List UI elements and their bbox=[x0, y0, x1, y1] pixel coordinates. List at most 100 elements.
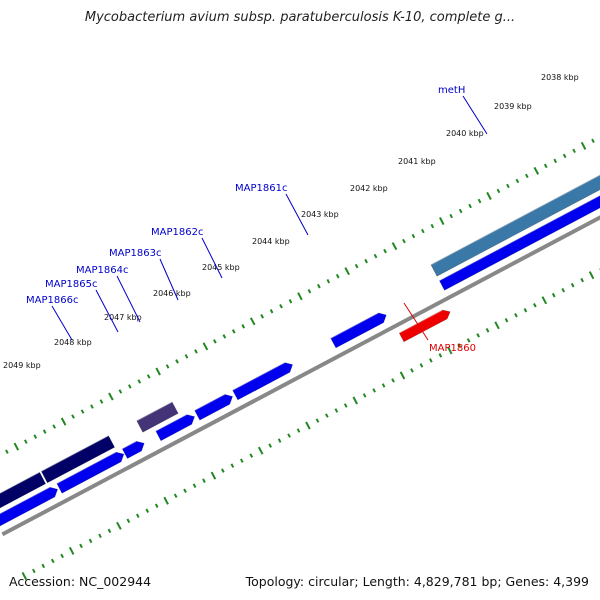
ruler-tick-inner bbox=[391, 378, 395, 383]
ruler-tick-inner bbox=[305, 421, 311, 430]
ruler-tick-inner bbox=[570, 282, 575, 288]
ruler-tick-inner bbox=[145, 508, 150, 513]
ruler-tick bbox=[326, 278, 331, 284]
ruler-tick bbox=[383, 248, 387, 254]
ruler-tick-inner bbox=[588, 271, 595, 280]
ruler-tick bbox=[231, 329, 236, 334]
gene-label-map1860: MAP1860 bbox=[429, 343, 476, 354]
gene-label-map1866c: MAP1866c bbox=[26, 295, 78, 306]
gene-label-map1865c: MAP1865c bbox=[45, 279, 97, 290]
ruler-label-2042-kbp: 2042 kbp bbox=[350, 184, 388, 193]
ruler-label-2045-kbp: 2045 kbp bbox=[202, 263, 240, 272]
leader-map1862c bbox=[201, 237, 223, 279]
ruler-tick-inner bbox=[21, 571, 28, 580]
ruler-tick-inner bbox=[268, 443, 272, 448]
ruler-tick bbox=[439, 217, 445, 226]
gene-map1863c bbox=[155, 414, 195, 442]
ruler-tick-inner bbox=[32, 568, 36, 574]
ruler-tick bbox=[449, 213, 453, 219]
gene-map1865c-highlight bbox=[56, 451, 117, 484]
gene-map1866c-highlight bbox=[0, 486, 51, 515]
gene-map1865c bbox=[56, 451, 125, 494]
gene-label-map1863c: MAP1863c bbox=[109, 248, 161, 259]
ruler-tick-inner bbox=[485, 328, 490, 333]
gene-meth bbox=[438, 195, 600, 291]
ruler-tick bbox=[515, 178, 520, 184]
ruler-tick-inner bbox=[551, 292, 556, 298]
ruler-tick-inner bbox=[399, 371, 406, 380]
ruler-tick-inner bbox=[202, 478, 206, 483]
gene-map1863c-highlight bbox=[155, 414, 187, 432]
ruler-tick-inner bbox=[107, 528, 112, 534]
ruler-tick bbox=[118, 389, 123, 394]
ruler-tick-inner bbox=[88, 538, 93, 544]
gene-map1862c-highlight bbox=[232, 362, 286, 391]
gene-outer-1 bbox=[0, 471, 47, 509]
ruler-tick bbox=[24, 439, 28, 444]
ruler-label-2038-kbp: 2038 kbp bbox=[541, 73, 579, 82]
ruler-tick-inner bbox=[240, 458, 244, 463]
ruler-label-2049-kbp: 2049 kbp bbox=[3, 361, 41, 370]
ruler-tick-inner bbox=[126, 518, 131, 524]
ruler-tick-inner bbox=[362, 393, 367, 398]
ruler-tick-inner bbox=[438, 353, 443, 358]
ruler-tick-inner bbox=[163, 496, 169, 505]
gene-meth-outer-highlight bbox=[430, 174, 600, 266]
ruler-tick bbox=[260, 314, 264, 319]
ruler-tick bbox=[71, 414, 75, 419]
ruler-tick bbox=[477, 198, 482, 204]
ruler-tick bbox=[411, 233, 416, 239]
ruler-tick-inner bbox=[221, 468, 225, 473]
ruler-tick-inner bbox=[230, 463, 235, 468]
ruler-tick bbox=[553, 158, 557, 164]
ruler-tick bbox=[335, 273, 340, 279]
gene-label-map1862c: MAP1862c bbox=[151, 227, 203, 238]
gene-map1862c-b bbox=[194, 394, 233, 421]
ruler-tick-inner bbox=[561, 287, 565, 293]
ruler-tick bbox=[194, 349, 198, 354]
leader-map1861c bbox=[285, 193, 309, 236]
ruler-tick-inner bbox=[98, 533, 102, 539]
ruler-tick bbox=[108, 392, 114, 401]
ruler-label-2040-kbp: 2040 kbp bbox=[446, 129, 484, 138]
backbone-line bbox=[1, 215, 600, 537]
genome-stats-text: Topology: circular; Length: 4,829,781 bp… bbox=[245, 574, 589, 589]
ruler-tick-inner bbox=[504, 318, 509, 323]
ruler-tick bbox=[60, 417, 67, 426]
ruler-tick bbox=[572, 148, 576, 154]
ruler-tick-inner bbox=[334, 408, 339, 413]
ruler-tick-inner bbox=[257, 446, 264, 455]
leader-map1860 bbox=[403, 302, 429, 341]
gene-map1864c-highlight bbox=[121, 440, 137, 450]
ruler-tick-inner bbox=[494, 321, 500, 330]
ruler-tick-inner bbox=[523, 308, 528, 313]
gene-map1861c bbox=[330, 312, 387, 349]
ruler-tick-inner bbox=[154, 503, 159, 508]
leader-meth bbox=[462, 95, 488, 135]
ruler-tick bbox=[533, 166, 540, 175]
ruler-tick-inner bbox=[173, 493, 178, 498]
ruler-tick-inner bbox=[315, 418, 320, 423]
ruler-tick-inner bbox=[210, 471, 217, 480]
gene-meth-outer bbox=[430, 174, 600, 277]
gene-outer-3 bbox=[136, 401, 179, 433]
ruler-tick bbox=[249, 317, 256, 326]
gene-map1862c-b-highlight bbox=[194, 393, 225, 411]
ruler-tick bbox=[90, 404, 94, 409]
ruler-tick bbox=[175, 359, 179, 364]
ruler-tick-inner bbox=[381, 383, 386, 388]
gene-label-map1861c: MAP1861c bbox=[235, 183, 287, 194]
ruler-tick-inner bbox=[79, 543, 83, 549]
ruler-tick bbox=[391, 242, 398, 251]
ruler-tick-inner bbox=[447, 346, 453, 355]
ruler-tick-inner bbox=[287, 433, 291, 438]
ruler-tick-inner bbox=[343, 403, 348, 408]
ruler-tick-inner bbox=[533, 303, 537, 308]
ruler-tick bbox=[202, 342, 209, 351]
gene-map1864c bbox=[121, 440, 145, 459]
ruler-tick bbox=[279, 304, 283, 309]
ruler-tick-inner bbox=[249, 453, 254, 458]
ruler-tick bbox=[241, 324, 246, 329]
ruler-tick bbox=[137, 379, 142, 384]
ruler-tick bbox=[42, 429, 47, 434]
